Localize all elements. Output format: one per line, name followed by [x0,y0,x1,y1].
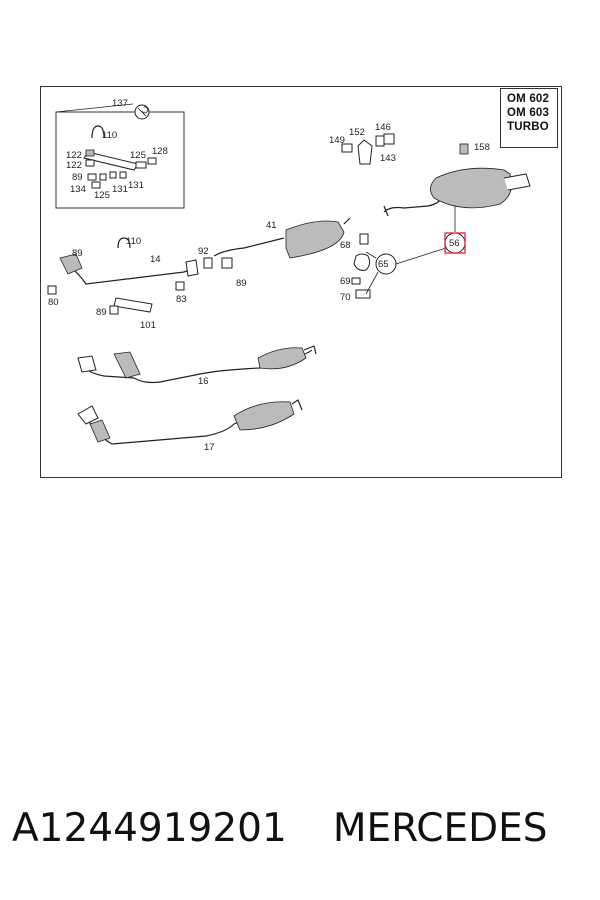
callout-149: 149 [329,135,345,146]
inset-leader [55,103,134,113]
callout-101: 101 [140,320,156,331]
callout-89d: 89 [96,307,107,318]
callout-110b: 110 [126,236,141,247]
callout-89a: 89 [72,172,83,183]
brand-name: MERCEDES [332,806,548,851]
callout-92: 92 [198,246,209,257]
callout-89b: 89 [72,248,83,259]
callout-128: 128 [152,146,168,157]
callout-125a: 125 [130,150,146,161]
callout-70: 70 [340,292,351,303]
inset-hardware [83,125,157,189]
callout-137: 137 [112,98,128,109]
callout-80: 80 [48,297,59,308]
callout-68: 68 [340,240,351,251]
front-pipe [47,237,213,315]
callout-158: 158 [474,142,490,153]
callout-122b: 122 [66,160,82,171]
highlight-marker [444,232,466,254]
hanger-parts [341,133,469,165]
callout-131b: 131 [128,180,144,191]
callout-14: 14 [150,254,161,265]
callout-143: 143 [380,153,396,164]
pipe-17 [77,399,303,445]
pipe-16 [77,345,317,384]
callout-56: 56 [449,238,460,249]
callout-122a: 122 [66,150,82,161]
rear-muffler [383,167,531,217]
callout-69: 69 [340,276,351,287]
engine-line-2: OM 603 [507,107,550,119]
part-number: A1244919201 [12,806,287,851]
callout-146: 146 [375,122,391,133]
callout-131a: 131 [112,184,128,195]
callout-134: 134 [70,184,86,195]
callout-65: 65 [378,259,389,270]
center-muffler [213,217,351,269]
engine-variant-box: OM 602 OM 603 TURBO [500,88,558,148]
engine-line-3: TURBO [507,121,549,133]
callout-17: 17 [204,442,215,453]
wrench-icon [134,104,150,120]
product-caption: A1244919201 MERCEDES [12,806,592,851]
callout-41: 41 [266,220,277,231]
clamp-parts [351,206,456,299]
callout-110a: 110 [102,130,117,141]
callout-83: 83 [176,294,187,305]
engine-line-1: OM 602 [507,93,550,105]
callout-16: 16 [198,376,209,387]
callout-125b: 125 [94,190,110,201]
callout-89c: 89 [236,278,247,289]
callout-152: 152 [349,127,365,138]
